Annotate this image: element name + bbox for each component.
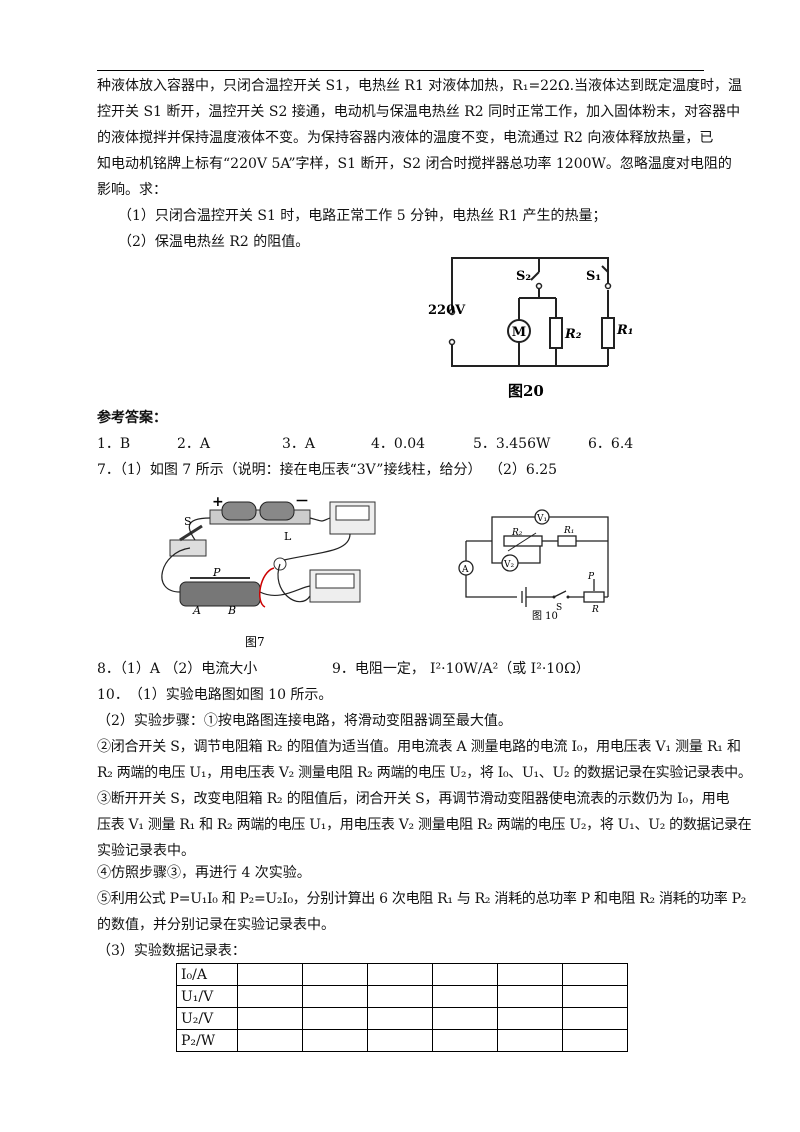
fig10-v1-label: V₁ xyxy=(536,514,547,524)
step-intro: （2）实验步骤：①按电路图连接电路，将滑动变阻器调至最大值。 xyxy=(97,713,512,729)
fig10-ammeter-label: A xyxy=(461,565,469,575)
figure-10-caption: 图 10 xyxy=(532,610,558,622)
bulb-label: L xyxy=(284,530,292,543)
answer-1: 1．B xyxy=(97,436,131,452)
row-header: I₀/A xyxy=(176,963,238,986)
answer-9-part-1: 9．电阻一定， xyxy=(332,661,425,677)
battery-minus: － xyxy=(295,494,309,510)
step-5-line-1: ⑤利用公式 P=U₁I₀ 和 P₂=U₂I₀，分别计算出 6 次电阻 R₁ 与 … xyxy=(97,891,747,907)
row-header: U₁/V xyxy=(176,985,238,1008)
answer-7-part-2: （2）6.25 xyxy=(489,462,558,478)
answer-9-part-2: I²·10W/A²（或 I²·10Ω） xyxy=(430,661,590,677)
fig10-v2-label: V₂ xyxy=(503,560,514,570)
answer-6: 6．6.4 xyxy=(588,436,634,452)
s1-label: S₁ xyxy=(586,269,601,284)
answer-10-title: 10． （1）实验电路图如图 10 所示。 xyxy=(97,687,333,703)
figure-10-circuit: V₁ V₂ R₂ R₁ A S P R 图 10 xyxy=(458,509,609,622)
s2-label: S₂ xyxy=(516,269,531,284)
answer-5: 5．3.456W xyxy=(473,436,551,452)
answer-8-9-line: 8．（1）A （2）电流大小 9．电阻一定， I²·10W/A²（或 I²·10… xyxy=(97,658,709,680)
terminal-a-label: A xyxy=(192,604,201,617)
question-1: （1）只闭合温控开关 S1 时，电路正常工作 5 分钟，电热丝 R1 产生的热量… xyxy=(118,208,607,224)
answer-7-part-1: 7．（1）如图 7 所示（说明：接在电压表“3V”接线柱，给分） xyxy=(97,462,482,478)
figure-20-caption: 图20 xyxy=(508,382,544,400)
r2-label: R₂ xyxy=(564,327,582,342)
battery-plus: + xyxy=(212,494,224,510)
answer-3: 3．A xyxy=(282,436,316,452)
problem-line-1: 种液体放入容器中，只闭合温控开关 S1，电热丝 R1 对液体加热，R₁=22Ω.… xyxy=(97,78,743,94)
problem-line-4: 知电动机铭牌上标有“220V 5A”字样，S1 断开，S2 闭合时搅拌器总功率 … xyxy=(97,156,732,172)
answer-2: 2．A xyxy=(177,436,211,452)
switch-label: S xyxy=(184,515,192,528)
problem-line-2: 控开关 S1 断开，温控开关 S2 接通，电动机与保温电热丝 R2 同时正常工作… xyxy=(97,104,741,120)
answer-7-line: 7．（1）如图 7 所示（说明：接在电压表“3V”接线柱，给分） （2）6.25 xyxy=(97,459,709,481)
slider-p-label: P xyxy=(212,566,221,579)
figure-20-circuit: M 220V S₂ S₁ R₂ R₁ 图20 xyxy=(428,257,634,400)
step-2-line-2: R₂ 两端的电压 U₁，用电压表 V₂ 测量电阻 R₂ 两端的电压 U₂，将 I… xyxy=(97,765,752,781)
terminal-b-label: B xyxy=(227,604,236,617)
step-5-line-2: 的数值，并分别记录在实验记录表中。 xyxy=(97,917,335,933)
table-row: I₀/A xyxy=(176,963,628,986)
table-row: U₁/V xyxy=(176,985,628,1008)
row-header: P₂/W xyxy=(176,1029,238,1052)
step-3-line-3: 实验记录表中。 xyxy=(97,843,195,859)
fig10-r2-label: R₂ xyxy=(511,528,523,538)
table-title: （3）实验数据记录表： xyxy=(97,943,246,959)
r1-label: R₁ xyxy=(616,323,634,338)
motor-label: M xyxy=(512,325,526,340)
row-header: U₂/V xyxy=(176,1007,238,1030)
answers-heading: 参考答案： xyxy=(97,410,167,426)
header-rule xyxy=(97,70,704,71)
fig10-r1-label: R₁ xyxy=(563,526,574,536)
figure-7-apparatus: + － S L P A B 图7 xyxy=(161,494,376,649)
step-3-line-1: ③断开开关 S，改变电阻箱 R₂ 的阻值后，闭合开关 S，再调节滑动变阻器使电流… xyxy=(97,791,730,807)
problem-line-5: 影响。求： xyxy=(97,182,167,198)
table-row: P₂/W xyxy=(176,1029,628,1052)
problem-line-3: 的液体搅拌并保持温度液体不变。为保持容器内液体的温度不变，电流通过 R2 向液体… xyxy=(97,130,714,146)
fig10-r-label: R xyxy=(591,605,599,615)
step-4: ④仿照步骤③，再进行 4 次实验。 xyxy=(97,865,311,881)
fig10-switch-label: S xyxy=(556,603,562,613)
record-table: I₀/A U₁/V U₂/V P₂/W xyxy=(176,963,628,1052)
fig10-p-label: P xyxy=(587,572,595,582)
answer-4: 4．0.04 xyxy=(371,436,426,452)
voltage-label: 220V xyxy=(428,303,466,318)
step-2-line-1: ②闭合开关 S，调节电阻箱 R₂ 的阻值为适当值。用电流表 A 测量电路的电流 … xyxy=(97,739,741,755)
table-row: U₂/V xyxy=(176,1007,628,1030)
figure-7-caption: 图7 xyxy=(245,635,265,649)
question-2: （2）保温电热丝 R2 的阻值。 xyxy=(118,234,310,250)
answer-8: 8．（1）A （2）电流大小 xyxy=(97,661,258,677)
step-3-line-2: 压表 V₁ 测量 R₁ 和 R₂ 两端的电压 U₁，用电压表 V₂ 测量电阻 R… xyxy=(97,817,752,833)
